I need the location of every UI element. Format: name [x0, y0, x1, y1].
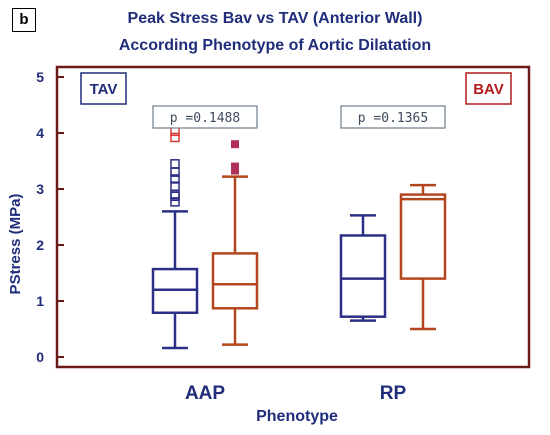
legend-box	[80, 72, 127, 105]
p-value-text: p =0.1365	[358, 111, 428, 126]
y-tick-label: 2	[36, 237, 44, 253]
outlier-point	[170, 174, 180, 184]
outlier-point	[231, 140, 239, 149]
p-value-annotations: p =0.1488 p =0.1365	[152, 105, 446, 129]
legend-item-bav: BAV	[465, 72, 512, 105]
box-iqr	[211, 252, 259, 310]
legend-item-tav: TAV	[80, 72, 127, 105]
p-value-box: p =0.1365	[340, 105, 446, 129]
chart-marks	[151, 126, 447, 350]
legend-label: TAV	[90, 81, 118, 98]
y-axis: 0 1 2 3 4 5	[36, 69, 64, 365]
outlier-point	[170, 159, 180, 169]
y-tick-label: 5	[36, 69, 44, 85]
x-tick-label: AAP	[185, 383, 225, 404]
p-value-frame	[152, 105, 258, 129]
chart-title-line-1: Peak Stress Bav vs TAV (Anterior Wall)	[127, 10, 423, 27]
far-outlier-point	[170, 132, 180, 143]
p-value-box: p =0.1488	[152, 105, 258, 129]
box-tav-rp	[339, 214, 387, 322]
legend-label: BAV	[473, 81, 504, 98]
x-tick-labels: AAP RP	[185, 383, 407, 404]
outlier-point	[231, 162, 239, 171]
box-bav-rp	[399, 183, 447, 331]
legend-box	[465, 72, 512, 105]
y-axis-label: PStress (MPa)	[7, 194, 24, 295]
p-value-frame	[340, 105, 446, 129]
legend: TAV BAV	[80, 72, 512, 105]
y-tick-label: 3	[36, 181, 44, 197]
p-value-text: p =0.1488	[170, 111, 240, 126]
y-tick-label: 4	[36, 125, 44, 141]
box-bav-aap	[211, 140, 259, 346]
x-axis-label: Phenotype	[256, 408, 338, 425]
chart-title-line-2: According Phenotype of Aortic Dilatation	[118, 37, 432, 54]
box-tav-aap	[151, 159, 199, 350]
box-iqr	[399, 193, 447, 280]
box-iqr	[339, 234, 387, 318]
plot-frame	[55, 65, 531, 369]
y-tick-label: 1	[36, 293, 44, 309]
y-tick-label: 0	[36, 349, 44, 365]
panel-label: b	[12, 8, 36, 32]
x-tick-label: RP	[380, 383, 407, 404]
